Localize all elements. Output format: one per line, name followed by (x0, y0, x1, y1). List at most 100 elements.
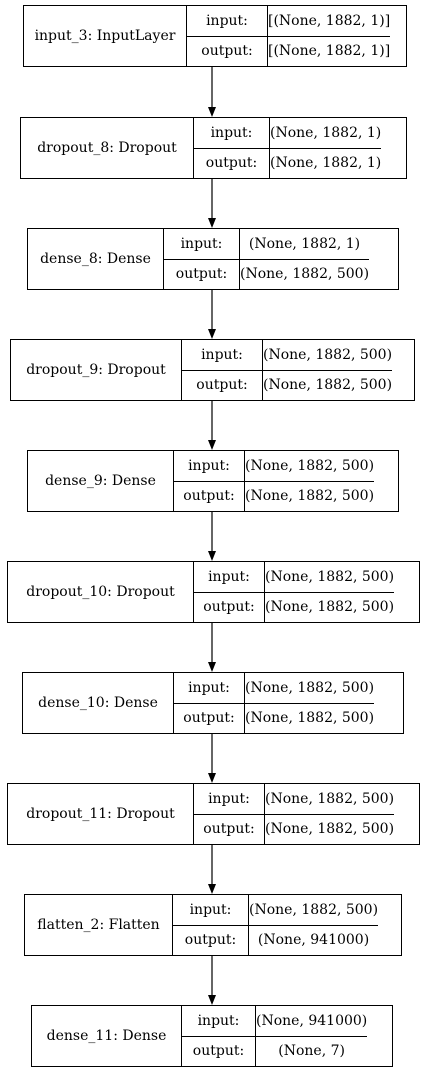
layer-ports: input: (None, 1882, 1) output: (None, 18… (194, 118, 382, 178)
output-row: output: (None, 7) (182, 1035, 368, 1066)
input-shape: [(None, 1882, 1)] (268, 12, 391, 29)
output-shape: [(None, 1882, 1)] (268, 43, 391, 60)
layer-ports: input: (None, 1882, 500) output: (None, … (173, 895, 379, 955)
arrowhead-icon (208, 440, 216, 450)
output-row: output: [(None, 1882, 1)] (187, 35, 391, 66)
output-label: output: (174, 703, 245, 733)
layer-name: dropout_9: Dropout (11, 340, 182, 400)
layer-ports: input: (None, 1882, 500) output: (None, … (194, 562, 395, 622)
layer-node: dense_10: Dense input: (None, 1882, 500)… (22, 672, 404, 734)
layer-node: dropout_10: Dropout input: (None, 1882, … (7, 561, 420, 623)
output-label: output: (194, 592, 265, 622)
output-row: output: (None, 1882, 500) (194, 591, 395, 622)
layer-ports: input: (None, 1882, 500) output: (None, … (174, 673, 375, 733)
layer-node: dense_9: Dense input: (None, 1882, 500) … (27, 450, 399, 512)
output-row: output: (None, 941000) (173, 924, 379, 955)
output-label: output: (182, 370, 263, 400)
layer-name: dense_9: Dense (28, 451, 174, 511)
input-row: input: (None, 1882, 1) (164, 229, 369, 259)
arrowhead-icon (208, 107, 216, 117)
output-shape: (None, 1882, 500) (245, 488, 375, 505)
input-label: input: (194, 562, 265, 592)
input-shape: (None, 1882, 500) (265, 568, 395, 585)
input-label: input: (173, 895, 249, 925)
input-shape: (None, 941000) (256, 1012, 368, 1029)
output-shape: (None, 941000) (257, 932, 370, 949)
layer-name: dropout_10: Dropout (8, 562, 194, 622)
arrowhead-icon (208, 773, 216, 783)
input-label: input: (164, 229, 240, 259)
output-shape: (None, 1882, 500) (263, 377, 393, 394)
output-label: output: (182, 1036, 256, 1066)
output-shape: (None, 1882, 1) (270, 155, 382, 172)
output-shape: (None, 1882, 500) (265, 821, 395, 838)
layer-name: flatten_2: Flatten (25, 895, 173, 955)
output-shape: (None, 1882, 500) (245, 710, 375, 727)
output-row: output: (None, 1882, 1) (194, 147, 382, 178)
input-row: input: (None, 1882, 500) (174, 451, 374, 481)
layer-node: flatten_2: Flatten input: (None, 1882, 5… (24, 894, 402, 956)
layer-name: dropout_11: Dropout (8, 784, 194, 844)
input-shape: (None, 1882, 500) (245, 457, 375, 474)
output-shape: (None, 1882, 500) (240, 266, 370, 283)
output-shape: (None, 1882, 500) (265, 599, 395, 616)
input-shape: (None, 1882, 500) (249, 901, 379, 918)
input-row: input: (None, 1882, 500) (182, 340, 392, 370)
layer-ports: input: [(None, 1882, 1)] output: [(None,… (187, 6, 391, 66)
output-label: output: (194, 814, 265, 844)
input-row: input: [(None, 1882, 1)] (187, 6, 390, 36)
layer-node: dropout_8: Dropout input: (None, 1882, 1… (20, 117, 407, 179)
layer-name: input_3: InputLayer (24, 6, 187, 66)
input-shape: (None, 1882, 500) (245, 679, 375, 696)
input-shape: (None, 1882, 1) (270, 124, 382, 141)
output-row: output: (None, 1882, 500) (174, 702, 375, 733)
layer-ports: input: (None, 1882, 500) output: (None, … (194, 784, 395, 844)
output-label: output: (194, 148, 270, 178)
output-label: output: (164, 259, 240, 289)
layer-node: dropout_11: Dropout input: (None, 1882, … (7, 783, 420, 845)
layer-name: dropout_8: Dropout (21, 118, 194, 178)
input-shape: (None, 1882, 500) (263, 346, 393, 363)
layer-node: dense_8: Dense input: (None, 1882, 1) ou… (27, 228, 399, 290)
input-label: input: (174, 451, 245, 481)
input-label: input: (194, 118, 270, 148)
output-row: output: (None, 1882, 500) (164, 258, 370, 289)
output-label: output: (174, 481, 245, 511)
layer-name: dense_10: Dense (23, 673, 174, 733)
arrowhead-icon (208, 662, 216, 672)
layer-name: dense_8: Dense (28, 229, 164, 289)
input-shape: (None, 1882, 1) (248, 235, 361, 252)
input-row: input: (None, 1882, 500) (173, 895, 378, 925)
arrowhead-icon (208, 884, 216, 894)
arrowhead-icon (208, 218, 216, 228)
layer-ports: input: (None, 1882, 500) output: (None, … (182, 340, 393, 400)
input-label: input: (182, 340, 263, 370)
input-label: input: (174, 673, 245, 703)
input-row: input: (None, 941000) (182, 1006, 367, 1036)
layer-ports: input: (None, 1882, 1) output: (None, 18… (164, 229, 370, 289)
output-label: output: (173, 925, 249, 955)
input-shape: (None, 1882, 500) (265, 790, 395, 807)
output-row: output: (None, 1882, 500) (194, 813, 395, 844)
arrowhead-icon (208, 329, 216, 339)
layer-ports: input: (None, 941000) output: (None, 7) (182, 1006, 368, 1066)
layer-node: input_3: InputLayer input: [(None, 1882,… (23, 5, 407, 67)
input-label: input: (194, 784, 265, 814)
output-row: output: (None, 1882, 500) (174, 480, 375, 511)
layer-node: dense_11: Dense input: (None, 941000) ou… (31, 1005, 393, 1067)
input-row: input: (None, 1882, 1) (194, 118, 381, 148)
layer-name: dense_11: Dense (32, 1006, 182, 1066)
input-label: input: (182, 1006, 256, 1036)
arrowhead-icon (208, 995, 216, 1005)
layer-node: dropout_9: Dropout input: (None, 1882, 5… (10, 339, 415, 401)
output-row: output: (None, 1882, 500) (182, 369, 393, 400)
output-label: output: (187, 36, 268, 66)
input-row: input: (None, 1882, 500) (174, 673, 374, 703)
input-label: input: (187, 6, 268, 36)
input-row: input: (None, 1882, 500) (194, 784, 394, 814)
input-row: input: (None, 1882, 500) (194, 562, 394, 592)
layer-ports: input: (None, 1882, 500) output: (None, … (174, 451, 375, 511)
output-shape: (None, 7) (278, 1043, 345, 1060)
arrowhead-icon (208, 551, 216, 561)
